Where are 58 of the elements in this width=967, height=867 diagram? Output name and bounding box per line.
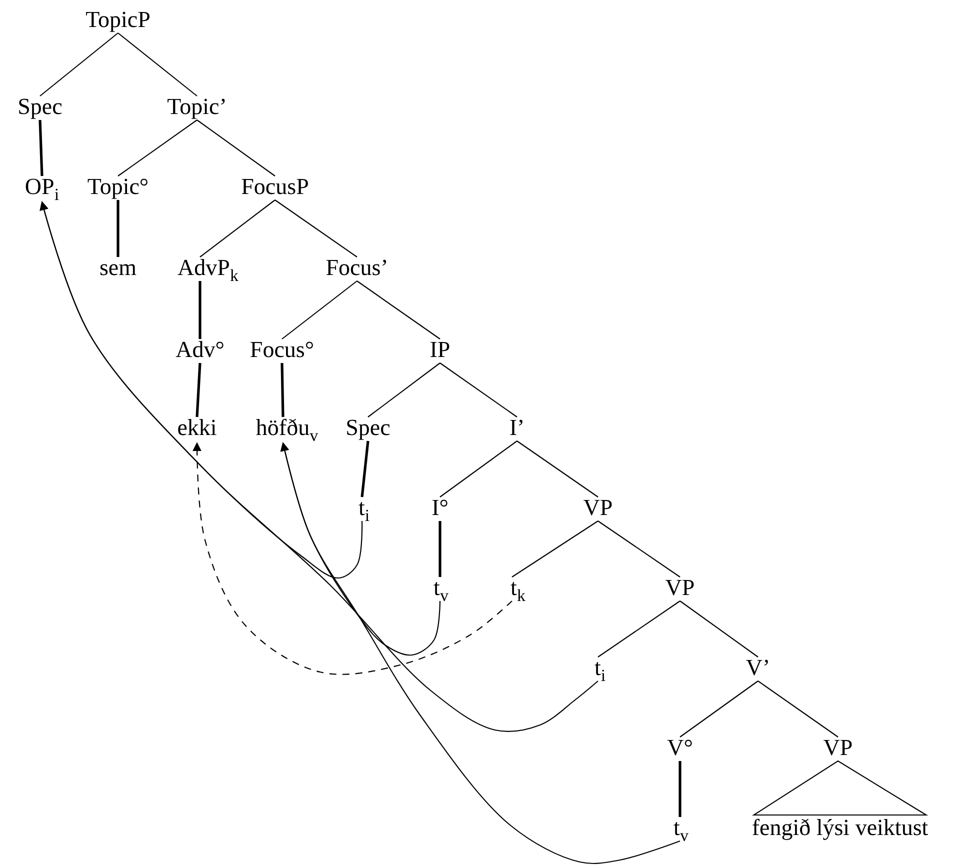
tree-label: Spec [346, 416, 390, 440]
branch-line [198, 281, 202, 339]
tree-label: Adv° [176, 338, 224, 362]
tree-label: Topic° [87, 175, 149, 199]
branch-line [598, 600, 680, 658]
tree-label: VP [665, 576, 695, 600]
tree-label: t$_{i}$ [358, 496, 370, 520]
tree-label: I° [432, 496, 448, 520]
branch-line [512, 520, 598, 578]
tree-label: V° [667, 736, 693, 760]
branch-line [38, 120, 44, 176]
tree-label: t$_{i}$ [594, 656, 606, 680]
branch-line [440, 440, 518, 498]
tree-label: Spec [18, 95, 62, 119]
branch-line [274, 200, 358, 258]
tree-label: FocusP [241, 175, 309, 199]
branch-line [40, 32, 118, 96]
tree-label: VP [583, 496, 613, 520]
branch-line [516, 440, 598, 498]
branch-line [356, 280, 440, 340]
triangle-branch [752, 760, 928, 816]
branch-line [368, 362, 440, 418]
branch-line [680, 680, 758, 738]
branch-line [200, 200, 276, 258]
branch-line [280, 362, 284, 418]
branch-line [360, 440, 370, 498]
branch-line [440, 362, 518, 418]
branch-line [118, 120, 198, 176]
tree-label: höfðu$_{v}$ [256, 416, 318, 440]
tree-label: IP [430, 338, 450, 362]
tree-label: t$_{v}$ [434, 576, 448, 600]
tree-label: TopicP [86, 8, 150, 32]
branch-line [680, 600, 758, 658]
tree-label: VP [823, 736, 853, 760]
tree-label: Focus’ [326, 256, 388, 280]
movement-arrow [192, 442, 512, 675]
tree-label: Focus° [250, 338, 314, 362]
branch-line [196, 362, 202, 418]
tree-label: ekki [177, 416, 217, 440]
branch-line [758, 680, 838, 738]
tree-label: Topic’ [167, 95, 227, 119]
movement-arrow [40, 201, 363, 579]
tree-label: OP$_{i}$ [24, 175, 60, 199]
branch-line [196, 120, 276, 176]
branch-line [116, 200, 120, 257]
tree-label: AdvP$_{k}$ [178, 256, 238, 280]
tree-label: V’ [746, 656, 770, 680]
branch-line [282, 280, 358, 340]
branch-line [598, 520, 680, 578]
tree-label: I’ [509, 416, 525, 440]
branch-line [678, 761, 682, 817]
branch-line [118, 32, 198, 96]
movement-arrow [280, 442, 441, 656]
tree-label: fengið lýsi veiktust [752, 816, 928, 840]
tree-label: t$_{k}$ [510, 576, 526, 600]
branch-line [438, 521, 442, 577]
tree-label: sem [99, 256, 137, 280]
tree-label: t$_{v}$ [674, 816, 688, 840]
